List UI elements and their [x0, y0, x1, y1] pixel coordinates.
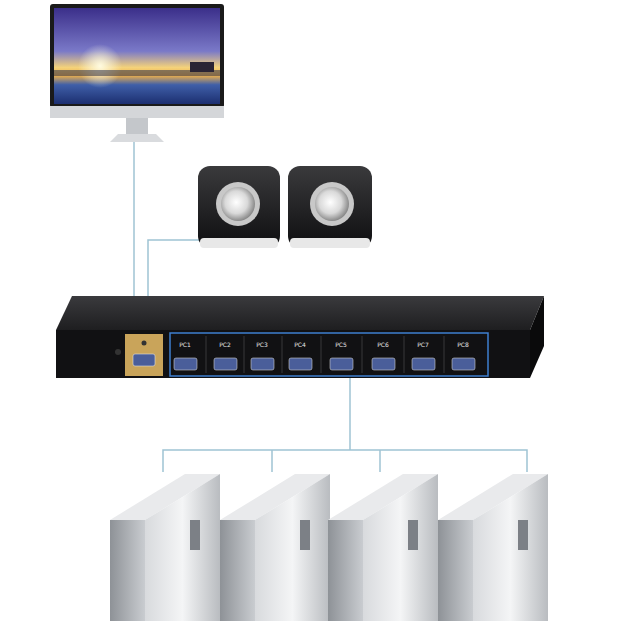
port-label: PC3	[256, 341, 268, 348]
port-label: PC4	[294, 341, 306, 348]
monitor	[50, 4, 224, 142]
pc-tower	[110, 474, 220, 621]
speaker	[198, 166, 280, 248]
port-label: PC1	[179, 341, 191, 348]
pc-tower	[220, 474, 330, 621]
port-label: PC8	[457, 341, 469, 348]
pc-tower	[438, 474, 548, 621]
port-label: PC7	[417, 341, 429, 348]
port-label: PC5	[335, 341, 347, 348]
kvm-switch	[56, 296, 544, 378]
pc-tower	[328, 474, 438, 621]
port-divider	[206, 336, 444, 373]
port-label: PC2	[219, 341, 231, 348]
port-label: PC6	[377, 341, 389, 348]
vga-port	[174, 358, 475, 370]
speaker	[288, 166, 372, 248]
